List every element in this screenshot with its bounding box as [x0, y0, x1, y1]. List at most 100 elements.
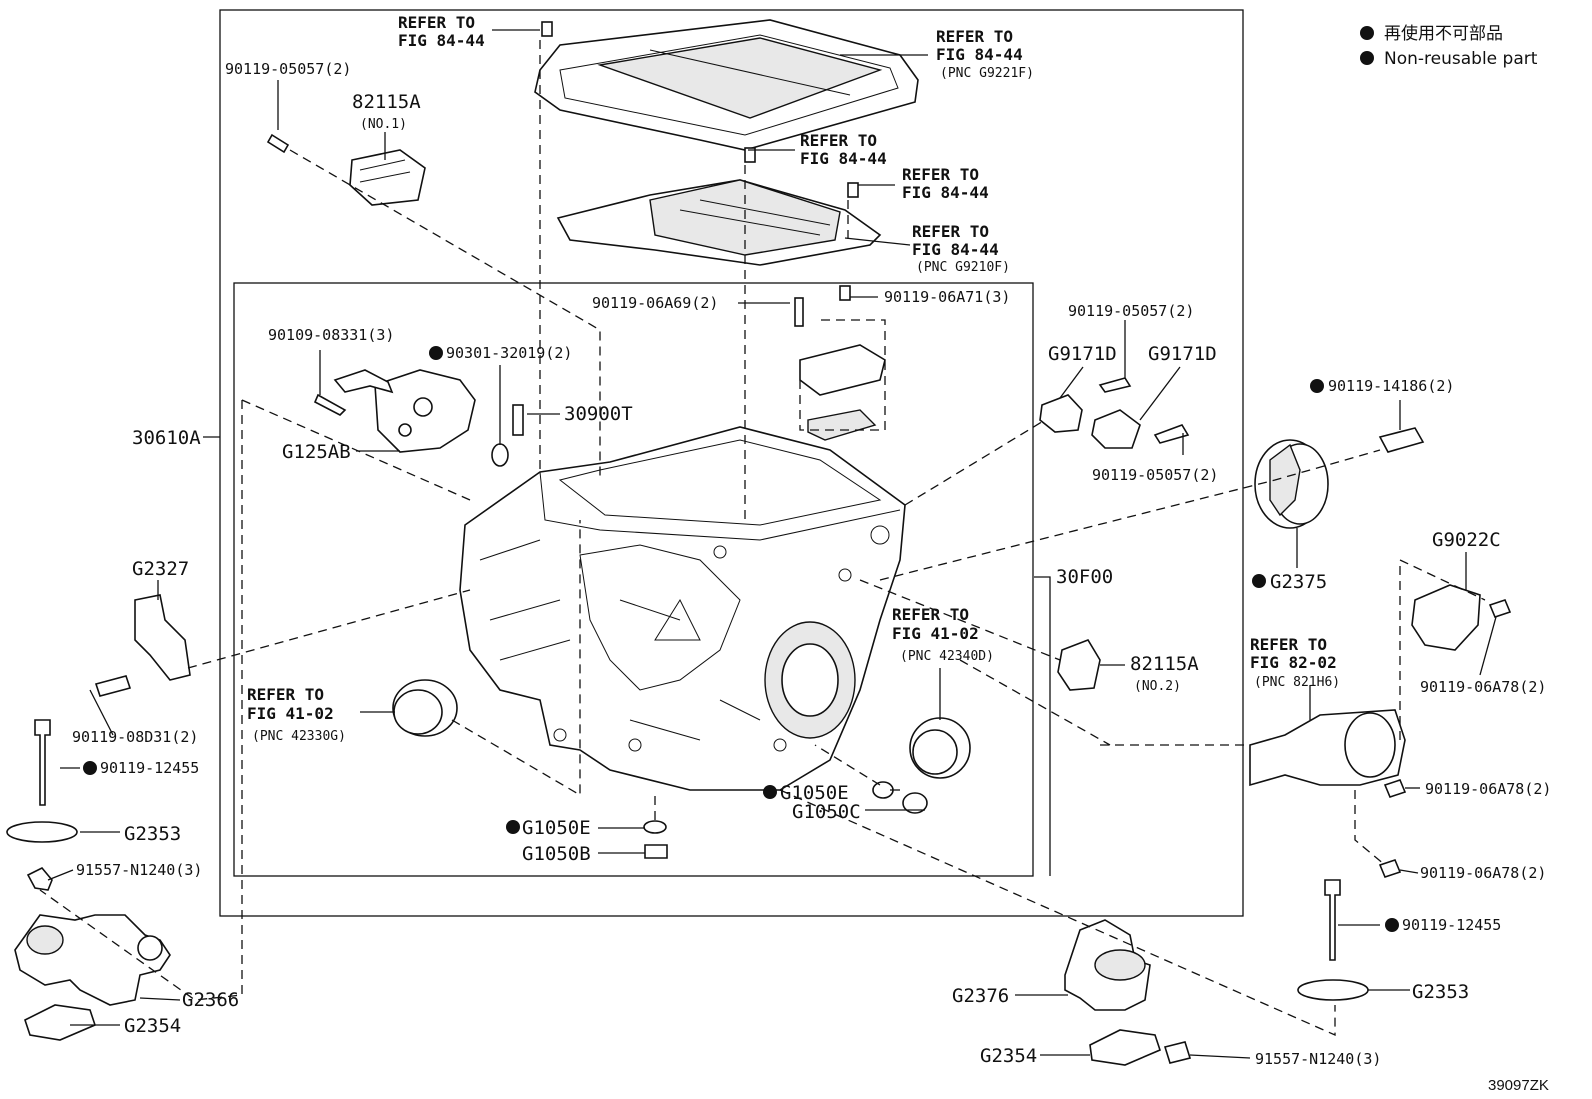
label-G2353-b[interactable]: G2353	[1412, 981, 1469, 1003]
legend-en: Non-reusable part	[1384, 49, 1538, 69]
svg-text:REFER TO: REFER TO	[936, 27, 1013, 46]
non-reusable-dot-icon	[763, 785, 777, 799]
svg-text:FIG 41-02: FIG 41-02	[247, 704, 334, 723]
label-G2354-b[interactable]: G2354	[980, 1045, 1037, 1067]
label-G9171D-b[interactable]: G9171D	[1148, 343, 1217, 365]
non-reusable-dot-icon	[429, 346, 443, 360]
extension-housing	[1249, 709, 1407, 878]
refer-r6: REFER TO FIG 41-02 (PNC 42340D)	[892, 605, 994, 664]
oil-pan-cover	[534, 19, 919, 151]
label-G9171D-a[interactable]: G9171D	[1048, 343, 1117, 365]
label-82115A-no1[interactable]: 82115A	[352, 91, 421, 113]
refer-r1: REFER TO FIG 84-44	[398, 13, 485, 50]
label-G1050C[interactable]: G1050C	[792, 801, 861, 823]
drawing-id: 39097ZK	[1488, 1077, 1549, 1094]
svg-text:FIG 84-44: FIG 84-44	[912, 240, 999, 259]
label-30900T[interactable]: 30900T	[564, 403, 633, 425]
label-90119-05057-b[interactable]: 90119-05057(2)	[1068, 302, 1194, 320]
svg-text:(PNC G9210F): (PNC G9210F)	[916, 260, 1010, 275]
svg-text:REFER TO: REFER TO	[800, 131, 877, 150]
label-82115A-no1-sub: (NO.1)	[360, 117, 407, 132]
legend-jp: 再使用不可部品	[1384, 23, 1503, 44]
refer-r8: REFER TO FIG 82-02 (PNC 821H6)	[1250, 635, 1340, 690]
refer-r2: REFER TO FIG 84-44 (PNC G9221F)	[936, 27, 1034, 81]
svg-text:(PNC 42330G): (PNC 42330G)	[252, 729, 346, 744]
label-90119-06A69[interactable]: 90119-06A69(2)	[592, 294, 718, 312]
bolt-left-long	[6, 719, 78, 843]
svg-text:(PNC 42340D): (PNC 42340D)	[900, 649, 994, 664]
damper-pulley	[1254, 427, 1425, 529]
label-G1050E-a[interactable]: G1050E	[780, 782, 849, 804]
label-90119-08D31[interactable]: 90119-08D31(2)	[72, 728, 198, 746]
non-reusable-dot-icon	[1252, 574, 1266, 588]
label-90109-08331[interactable]: 90109-08331(3)	[268, 326, 394, 344]
engine-mount-left	[14, 867, 171, 1041]
sensor-cover	[1411, 584, 1512, 651]
label-G2327[interactable]: G2327	[132, 558, 189, 580]
non-reusable-dot-icon	[83, 761, 97, 775]
svg-text:REFER TO: REFER TO	[892, 605, 969, 624]
label-90119-12455-b[interactable]: 90119-12455	[1402, 916, 1501, 934]
non-reusable-dot-icon	[1310, 379, 1324, 393]
label-30F00[interactable]: 30F00	[1056, 566, 1113, 588]
inner-frame	[233, 282, 1034, 877]
label-82115A-no2-sub: (NO.2)	[1134, 679, 1181, 694]
label-90119-14186[interactable]: 90119-14186(2)	[1328, 377, 1454, 395]
svg-text:FIG 84-44: FIG 84-44	[398, 31, 485, 50]
label-90119-06A78-a[interactable]: 90119-06A78(2)	[1420, 678, 1546, 696]
label-G2366[interactable]: G2366	[182, 989, 239, 1011]
small-seals	[643, 781, 928, 859]
svg-text:REFER TO: REFER TO	[247, 685, 324, 704]
bolt-top-refer	[541, 21, 553, 37]
oil-seal-left	[392, 679, 458, 737]
non-reusable-dot-icon	[1385, 918, 1399, 932]
engine-mount-right	[1064, 919, 1192, 1066]
label-90301-32019[interactable]: 90301-32019(2)	[446, 344, 572, 362]
svg-text:FIG 84-44: FIG 84-44	[800, 149, 887, 168]
label-90119-05057-c[interactable]: 90119-05057(2)	[1092, 466, 1218, 484]
relay-bracket-no2	[1057, 639, 1101, 691]
relay-bracket-no1	[266, 133, 426, 206]
label-30610A[interactable]: 30610A	[132, 427, 201, 449]
svg-text:(PNC G9221F): (PNC G9221F)	[940, 66, 1034, 81]
label-82115A-no2[interactable]: 82115A	[1130, 653, 1199, 675]
svg-text:REFER TO: REFER TO	[398, 13, 475, 32]
label-90119-06A78-c[interactable]: 90119-06A78(2)	[1420, 864, 1546, 882]
speed-sensors	[1039, 377, 1190, 449]
label-G2354-a[interactable]: G2354	[124, 1015, 181, 1037]
svg-text:FIG 84-44: FIG 84-44	[936, 45, 1023, 64]
refer-r4: REFER TO FIG 84-44	[902, 165, 989, 202]
svg-text:REFER TO: REFER TO	[1250, 635, 1327, 654]
label-91557-N1240-b[interactable]: 91557-N1240(3)	[1255, 1050, 1381, 1068]
label-G2376[interactable]: G2376	[952, 985, 1009, 1007]
refer-r3: REFER TO FIG 84-44	[800, 131, 887, 168]
label-G2353-a[interactable]: G2353	[124, 823, 181, 845]
label-91557-N1240-a[interactable]: 91557-N1240(3)	[76, 861, 202, 879]
label-G1050B[interactable]: G1050B	[522, 843, 591, 865]
svg-text:FIG 84-44: FIG 84-44	[902, 183, 989, 202]
label-90119-06A78-b[interactable]: 90119-06A78(2)	[1425, 780, 1551, 798]
bracket-g2327	[94, 594, 191, 697]
svg-text:(PNC 821H6): (PNC 821H6)	[1254, 675, 1340, 690]
refer-r7: REFER TO FIG 41-02 (PNC 42330G)	[247, 685, 346, 744]
part-labels: 90119-05057(2) 82115A (NO.1) 90119-06A69…	[72, 60, 1551, 1068]
outer-frame	[219, 9, 1244, 917]
non-reusable-marks	[83, 346, 1399, 932]
legend: 再使用不可部品 Non-reusable part	[1360, 23, 1538, 69]
svg-text:REFER TO: REFER TO	[912, 222, 989, 241]
label-G1050E-b[interactable]: G1050E	[522, 817, 591, 839]
label-90119-06A71[interactable]: 90119-06A71(3)	[884, 288, 1010, 306]
leader-lines	[47, 29, 1497, 1059]
oil-seal-right	[909, 717, 971, 779]
valve-body	[556, 147, 882, 266]
dashed-leaders	[39, 40, 1486, 1036]
label-90119-05057-a[interactable]: 90119-05057(2)	[225, 60, 351, 78]
non-reusable-dot-icon	[506, 820, 520, 834]
label-G125AB[interactable]: G125AB	[282, 441, 351, 463]
label-G9022C[interactable]: G9022C	[1432, 529, 1501, 551]
svg-text:REFER TO: REFER TO	[902, 165, 979, 184]
label-G2375[interactable]: G2375	[1270, 571, 1327, 593]
label-90119-12455-a[interactable]: 90119-12455	[100, 759, 199, 777]
bolt-right-long	[1297, 879, 1369, 1001]
